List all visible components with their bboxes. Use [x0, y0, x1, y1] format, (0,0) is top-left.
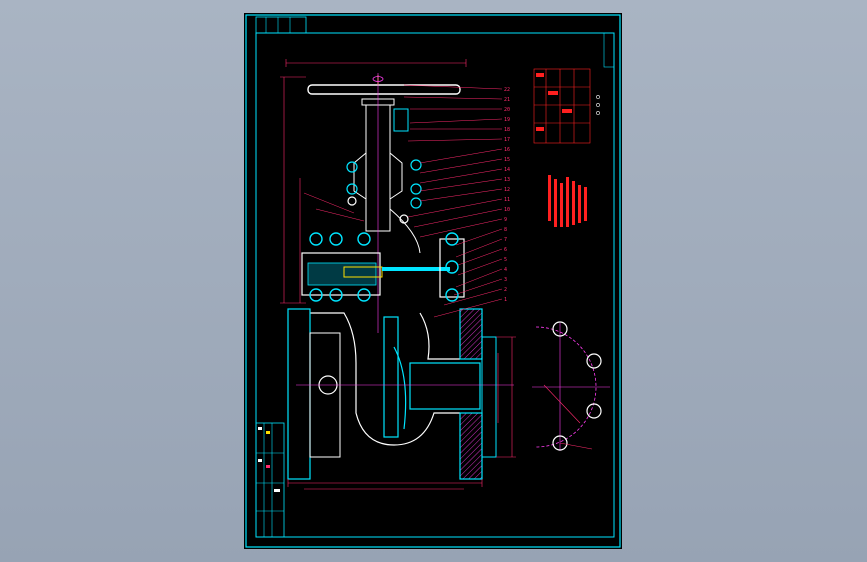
part-number: 11 [504, 197, 510, 203]
title-block [255, 422, 285, 538]
part-number: 5 [504, 257, 507, 263]
part-number: 18 [504, 127, 510, 133]
part-number: 2 [504, 287, 507, 293]
part-number: 22 [504, 87, 510, 93]
yoke [353, 73, 421, 333]
right-flange [459, 308, 516, 480]
bottom-dimension [287, 479, 483, 490]
bonnet-bolts [309, 232, 459, 302]
part-number: 16 [504, 147, 510, 153]
drawing-sheet: 22 21 20 19 18 17 16 15 14 13 12 11 10 9… [244, 13, 622, 549]
outer-frame [245, 14, 621, 548]
yoke-bolts [346, 159, 422, 224]
part-number: 1 [504, 297, 507, 303]
inner-frame [255, 32, 615, 538]
side-marks [596, 95, 600, 115]
valve-drawing: 22 21 20 19 18 17 16 15 14 13 12 11 10 9… [245, 14, 621, 548]
part-number: 15 [504, 157, 510, 163]
part-number: 21 [504, 97, 510, 103]
bolt-circle-icon [532, 321, 610, 451]
bonnet-flange [301, 238, 465, 298]
part-number: 4 [504, 267, 507, 273]
technical-notes [548, 175, 587, 227]
top-dimension [285, 59, 467, 67]
part-number: 3 [504, 277, 507, 283]
top-left-header [255, 16, 307, 34]
handwheel-icon [307, 75, 461, 106]
part-number: 20 [504, 107, 510, 113]
parts-table [533, 68, 591, 144]
part-numbers: 22 21 20 19 18 17 16 15 14 13 12 11 10 9… [504, 87, 510, 303]
left-flange [287, 308, 514, 480]
part-number: 12 [504, 187, 510, 193]
valve-body [310, 312, 481, 446]
part-number: 7 [504, 237, 507, 243]
part-number: 6 [504, 247, 507, 253]
part-number: 14 [504, 167, 510, 173]
part-leaders [303, 84, 503, 318]
part-number: 19 [504, 117, 510, 123]
revision-tag [603, 32, 615, 68]
part-number: 17 [504, 137, 510, 143]
part-number: 13 [504, 177, 510, 183]
left-dimensions [280, 76, 306, 304]
part-number: 9 [504, 217, 507, 223]
part-number: 10 [504, 207, 510, 213]
part-number: 8 [504, 227, 507, 233]
